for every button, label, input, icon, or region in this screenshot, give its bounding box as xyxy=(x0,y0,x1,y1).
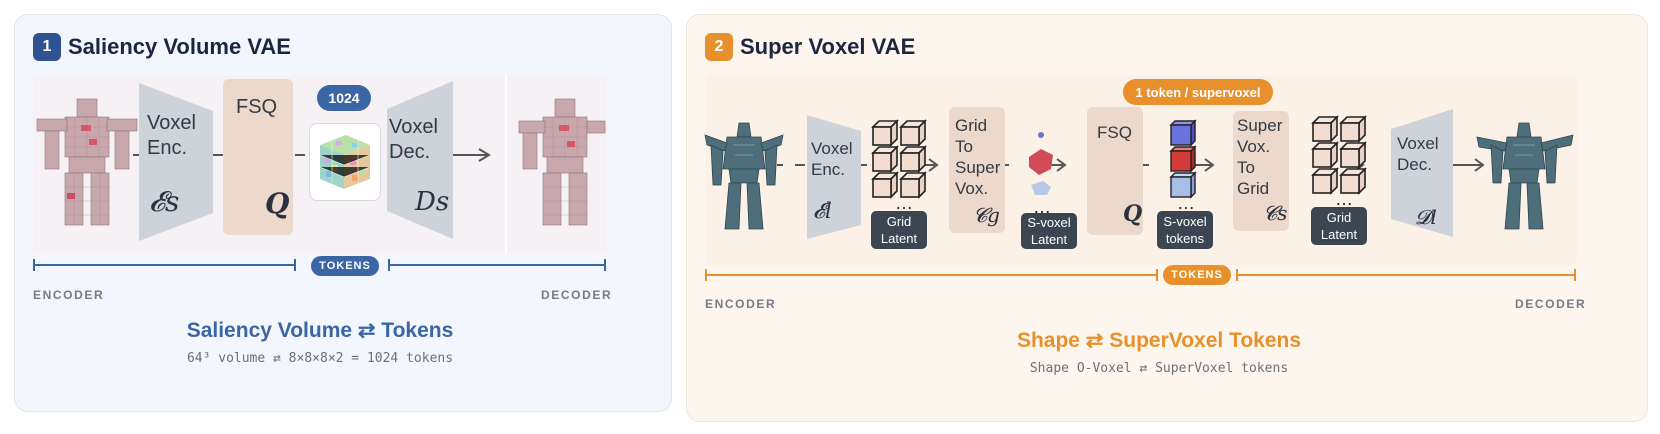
fsq-label: FSQ xyxy=(236,96,278,118)
encoder-decoder-span xyxy=(705,269,1576,281)
token-count-badge: 1024 xyxy=(317,85,371,111)
svoxel-tokens-line1: S-voxel xyxy=(1163,214,1207,229)
panel-number-badge: 1 xyxy=(33,33,61,61)
input-shape-robot-image xyxy=(704,122,784,230)
voxel-decoder-shape xyxy=(1391,109,1453,237)
decoder-caption: DECODER xyxy=(1515,297,1587,311)
decoder-symbol: 𝓓l xyxy=(1415,205,1437,229)
panel-subtitle: Saliency Volume ⇄ Tokens xyxy=(186,319,454,342)
encoder-symbol: 𝓔s xyxy=(149,185,180,218)
grid-latent-2-ellipsis: … xyxy=(1335,189,1353,209)
saliency-volume-vae-panel: 1 Saliency Volume VAE Vo xyxy=(14,14,672,412)
super-to-grid-symbol: 𝓒s xyxy=(1263,201,1288,225)
panel-title: Saliency Volume VAE xyxy=(68,34,291,59)
decoder-label-line2: Dec. xyxy=(389,141,431,163)
super-to-grid-line1: Super xyxy=(1237,116,1283,135)
input-voxel-robot-image xyxy=(36,98,138,226)
decoder-label-line1: Voxel xyxy=(389,116,438,138)
svoxel-latent-line2: Latent xyxy=(1030,232,1068,247)
encoder-label-line1: Voxel xyxy=(147,112,196,134)
token-cube-image xyxy=(319,135,371,189)
grid-latent-chip: Grid Latent xyxy=(871,211,927,249)
panel-number-badge: 2 xyxy=(705,33,733,61)
svoxel-latent-blobs xyxy=(1029,132,1053,195)
voxel-decoder-shape xyxy=(387,81,453,239)
grid-to-super-line4: Vox. xyxy=(955,179,989,198)
grid-latent-2-cubes xyxy=(1312,116,1366,194)
pipeline-connectors xyxy=(133,148,491,162)
panel-title: Super Voxel VAE xyxy=(740,34,916,59)
svoxel-latent-chip: S-voxel Latent xyxy=(1021,213,1077,249)
decoder-label-line1: Voxel xyxy=(1397,134,1439,153)
grid-to-super-voxel-box xyxy=(949,107,1005,233)
output-voxel-robot-image xyxy=(518,98,606,226)
grid-latent-2-chip: Grid Latent xyxy=(1311,207,1367,245)
grid-latent-line2: Latent xyxy=(880,231,918,246)
panel-formula: 64³ volume ⇄ 8×8×8×2 = 1024 tokens xyxy=(186,351,454,366)
encoder-caption: ENCODER xyxy=(705,297,777,311)
svoxel-token-cubes xyxy=(1169,119,1197,199)
grid-latent-ellipsis: … xyxy=(895,193,913,213)
encoder-label-line2: Enc. xyxy=(811,160,846,179)
grid-latent-cubes xyxy=(872,120,926,198)
decoder-label-line2: Dec. xyxy=(1397,155,1432,174)
grid-to-super-line1: Grid xyxy=(955,116,988,135)
svoxel-tokens-chip: S-voxel tokens xyxy=(1157,211,1213,249)
svoxel-tokens-line2: tokens xyxy=(1165,231,1205,246)
token-per-supervoxel-badge: 1 token / supervoxel xyxy=(1123,79,1273,105)
encoder-label-line1: Voxel xyxy=(811,139,853,158)
super-to-grid-line2: Vox. xyxy=(1237,137,1271,156)
svoxel-tokens-ellipsis: … xyxy=(1177,193,1195,213)
fsq-quantizer-box xyxy=(1087,107,1143,235)
grid-to-super-line2: To xyxy=(955,137,973,156)
fsq-label: FSQ xyxy=(1097,123,1132,142)
grid-latent-2-line2: Latent xyxy=(1320,227,1358,242)
voxel-encoder-shape xyxy=(139,83,213,241)
decoder-symbol: Ds xyxy=(415,187,450,217)
grid-latent-line1: Grid xyxy=(886,214,912,229)
super-to-grid-line3: To xyxy=(1237,158,1255,177)
fsq-symbol: Q xyxy=(1123,201,1143,227)
grid-to-super-line3: Super xyxy=(955,158,1001,177)
output-divider xyxy=(505,75,507,253)
tokens-chip: TOKENS xyxy=(1163,265,1231,285)
fsq-quantizer-box xyxy=(223,79,293,235)
encoder-symbol: 𝓔l xyxy=(813,199,832,223)
output-shape-robot-image xyxy=(1476,122,1574,230)
svoxel-latent-ellipsis: … xyxy=(1033,197,1051,217)
panel-formula: Shape O-Voxel ⇄ SuperVoxel tokens xyxy=(1029,361,1289,376)
panel-subtitle: Shape ⇄ SuperVoxel Tokens xyxy=(1016,329,1302,352)
super-voxel-to-grid-box xyxy=(1233,111,1289,231)
fsq-symbol: Q xyxy=(265,187,290,220)
super-voxel-vae-panel: 2 Super Voxel VAE 1 token / supervoxel xyxy=(686,14,1648,422)
voxel-encoder-shape xyxy=(807,115,861,239)
svoxel-latent-line1: S-voxel xyxy=(1027,215,1071,230)
encoder-decoder-span xyxy=(33,259,606,271)
encoder-label-line2: Enc. xyxy=(147,137,188,159)
decoder-caption: DECODER xyxy=(541,288,613,302)
tokens-chip: TOKENS xyxy=(311,256,379,276)
encoder-caption: ENCODER xyxy=(33,288,105,302)
grid-to-super-symbol: 𝓒g xyxy=(973,203,1000,227)
super-to-grid-line4: Grid xyxy=(1237,179,1270,198)
grid-latent-2-line1: Grid xyxy=(1326,210,1352,225)
